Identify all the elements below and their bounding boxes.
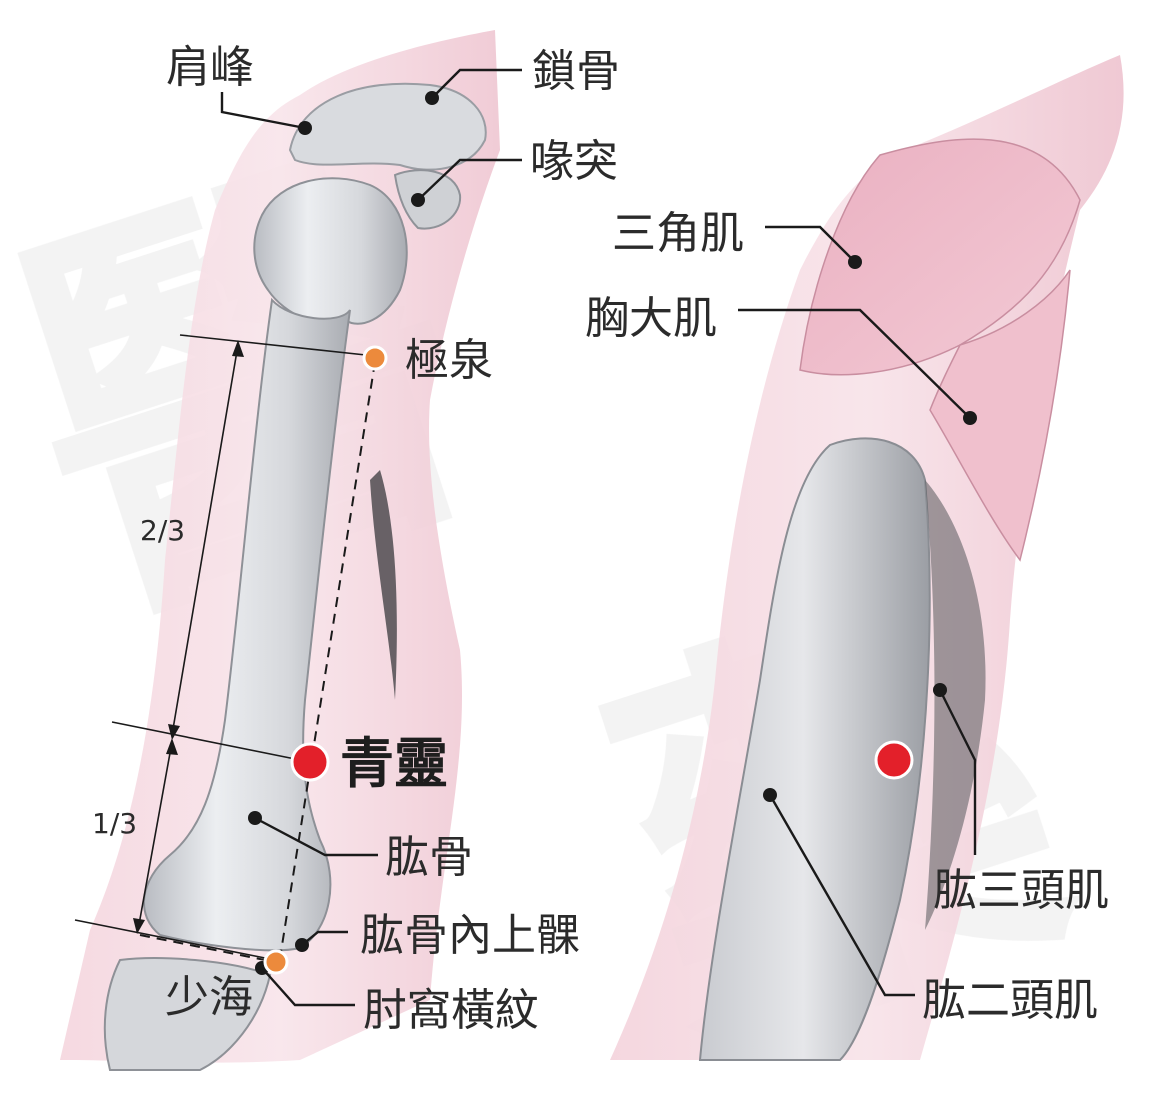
shaohai-label: 少海 — [165, 972, 253, 1023]
right-leader-lines — [738, 225, 977, 997]
qingling-acupoint — [290, 742, 330, 782]
measurement-lines — [74, 334, 376, 963]
left-arm-illustration — [60, 30, 500, 1071]
humerus-label: 肱骨 — [385, 832, 473, 883]
jiquan-acupoint — [362, 345, 388, 371]
qingling-label: 青靈 — [340, 732, 448, 795]
jiquan-label: 極泉 — [405, 335, 493, 386]
elbow-crease-label: 肘窩橫紋 — [363, 985, 539, 1036]
coracoid-label: 喙突 — [530, 136, 618, 187]
shaohai-acupoint — [263, 949, 289, 975]
biceps-label: 肱二頭肌 — [922, 975, 1098, 1026]
triceps-shadow — [370, 470, 397, 700]
clavicle-label: 鎖骨 — [532, 46, 620, 97]
fraction-upper-label: 2/3 — [140, 514, 185, 547]
acromion-label: 肩峰 — [166, 42, 254, 93]
triceps-shape — [925, 480, 986, 930]
left-leader-lines — [220, 68, 522, 1007]
fraction-lower-label: 1/3 — [92, 807, 137, 840]
deltoid-label: 三角肌 — [612, 208, 744, 259]
medial-epicondyle-label: 肱骨內上髁 — [360, 910, 580, 961]
biceps-shape — [698, 437, 931, 1061]
qingling-acupoint-right — [874, 740, 914, 780]
forearm-bones — [103, 957, 272, 1071]
scapula-shape — [288, 82, 487, 171]
humerus-shaft — [143, 297, 351, 952]
humerus-head — [253, 177, 408, 325]
right-arm-illustration — [610, 55, 1124, 1061]
coracoid-shape — [393, 169, 462, 230]
triceps-label: 肱三頭肌 — [933, 865, 1109, 916]
pectoralis-shape — [929, 269, 1071, 562]
pectoralis-major-label: 胸大肌 — [585, 293, 717, 344]
